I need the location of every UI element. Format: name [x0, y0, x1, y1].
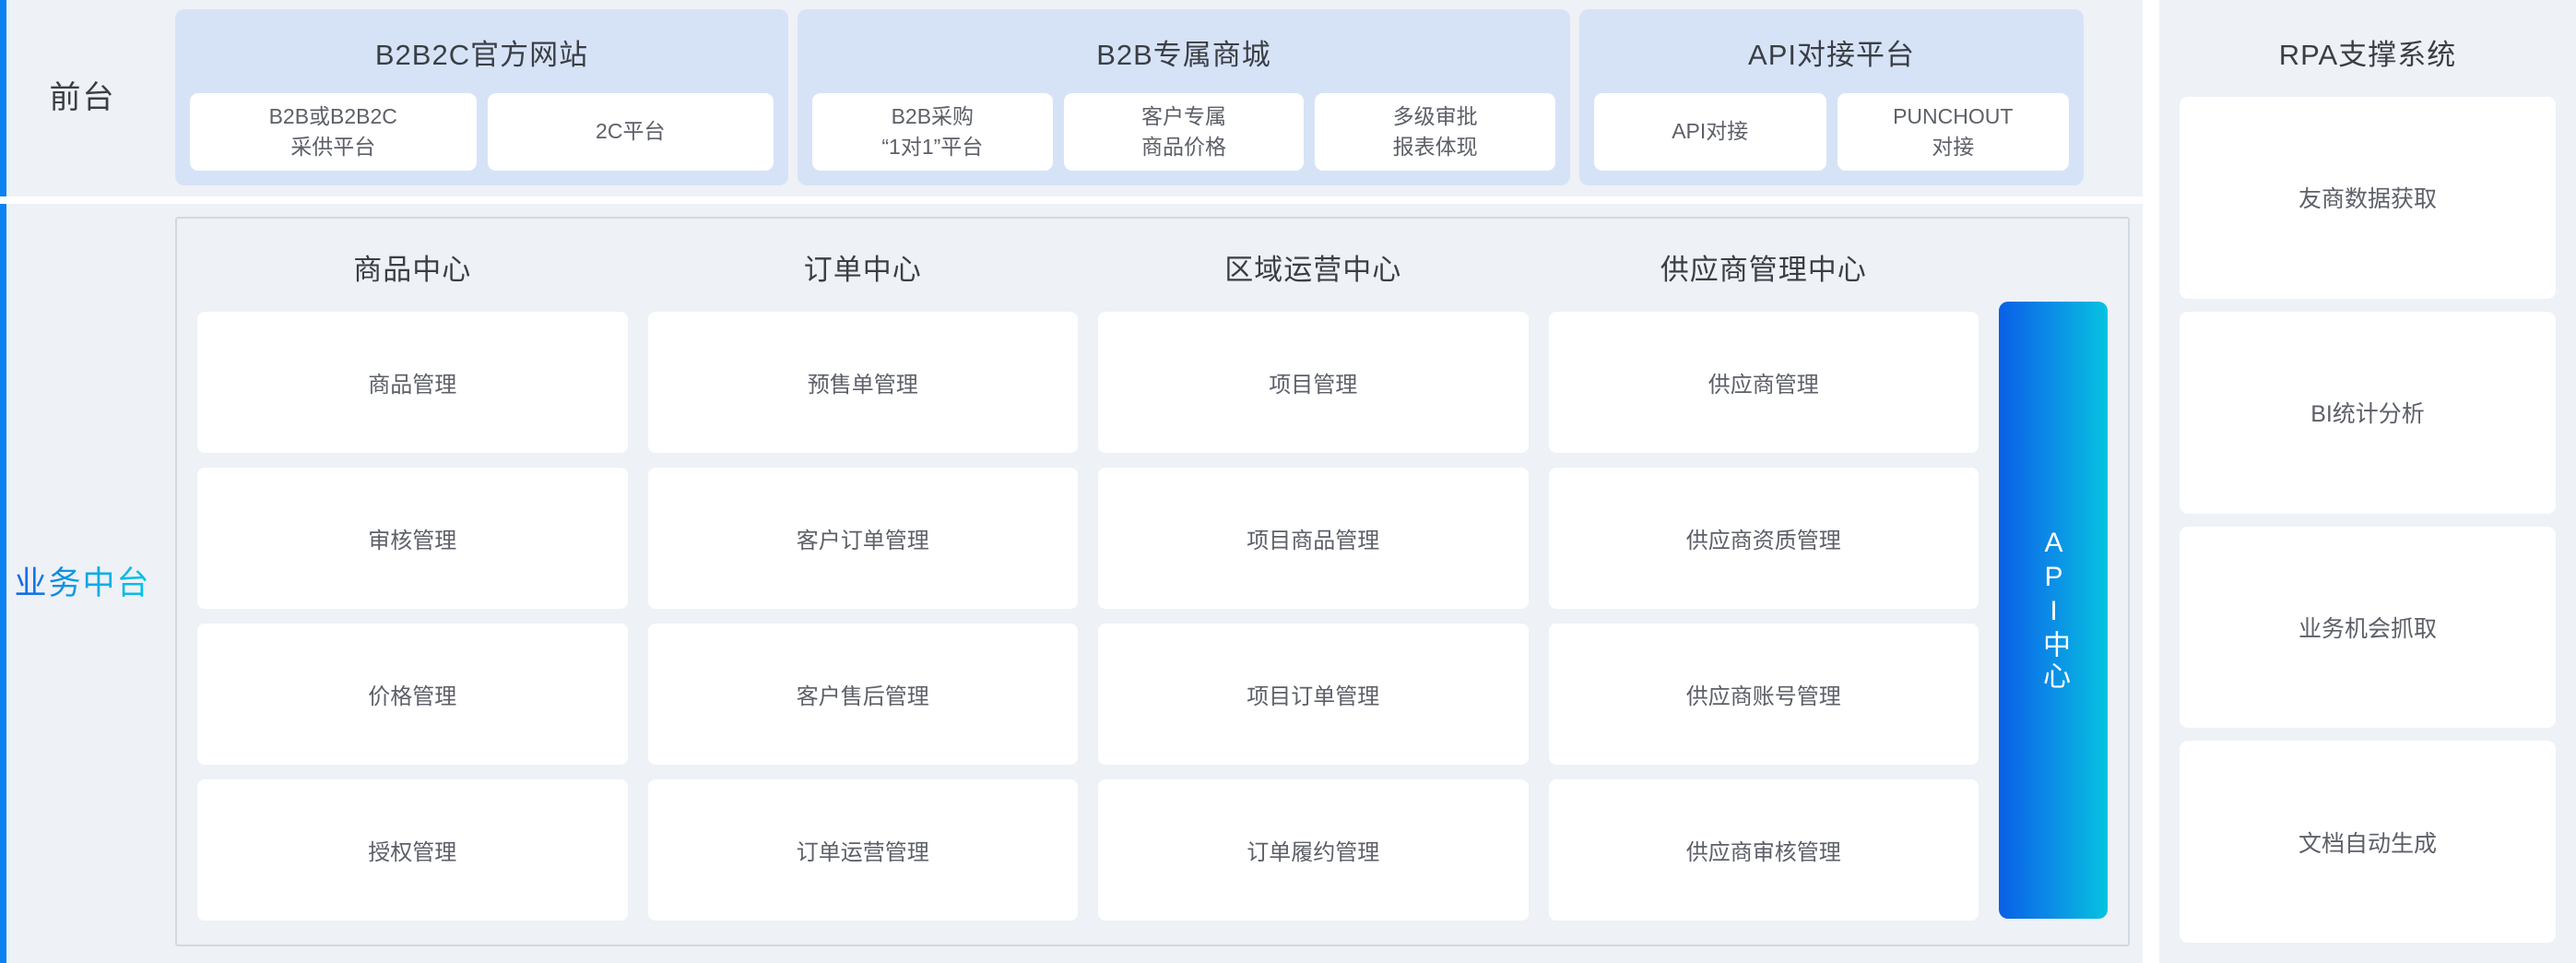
group-title-b2b-exclusive-mall: B2B专属商城: [1096, 39, 1271, 71]
center-column-regional-operations: 区域运营中心 项目管理 项目商品管理 项目订单管理 订单履约管理: [1098, 235, 1529, 921]
card-label: 客户专属 商品价格: [1141, 103, 1226, 159]
center-item-label: 价格管理: [368, 684, 457, 709]
center-item-project-management[interactable]: 项目管理: [1098, 312, 1529, 453]
center-column-order: 订单中心 预售单管理 客户订单管理 客户售后管理 订单运营管理: [647, 235, 1078, 921]
center-title-supplier-management: 供应商管理中心: [1660, 254, 1867, 286]
rpa-item-business-opportunity-capture[interactable]: 业务机会抓取: [2180, 526, 2556, 729]
rpa-item-label: 友商数据获取: [2298, 186, 2437, 213]
tier-separator-gutter: [2143, 196, 2159, 204]
center-item-supplier-account-management[interactable]: 供应商账号管理: [1548, 624, 1979, 765]
center-item-supplier-management[interactable]: 供应商管理: [1548, 312, 1979, 453]
rpa-item-automatic-document-generation[interactable]: 文档自动生成: [2180, 741, 2556, 943]
center-items-regional-operations: 项目管理 项目商品管理 项目订单管理 订单履约管理: [1098, 312, 1529, 921]
rpa-item-bi-statistical-analysis[interactable]: BI统计分析: [2180, 311, 2556, 514]
center-item-order-fulfillment-management[interactable]: 订单履约管理: [1098, 779, 1529, 921]
center-item-label: 供应商审核管理: [1685, 840, 1841, 865]
rpa-item-list: 友商数据获取 BI统计分析 业务机会抓取 文档自动生成: [2180, 97, 2556, 943]
card-label: API对接: [1672, 119, 1749, 144]
card-customer-exclusive-product-price[interactable]: 客户专属 商品价格: [1063, 93, 1305, 171]
center-title-order: 订单中心: [803, 254, 922, 286]
center-item-label: 供应商账号管理: [1685, 684, 1841, 709]
center-column-product: 商品中心 商品管理 审核管理 价格管理 授权管理: [197, 235, 628, 921]
card-label: 多级审批 报表体现: [1392, 103, 1478, 159]
group-panel-api-integration: API对接平台 API对接 PUNCHOUT 对接: [1579, 9, 2084, 185]
center-title-product: 商品中心: [353, 254, 472, 286]
center-item-label: 供应商管理: [1707, 373, 1819, 398]
center-item-label: 客户售后管理: [796, 684, 929, 709]
center-item-label: 项目管理: [1269, 373, 1358, 398]
rpa-item-competitor-data-capture[interactable]: 友商数据获取: [2180, 97, 2556, 299]
center-item-label: 订单运营管理: [796, 840, 929, 865]
middle-platform-frame: 商品中心 商品管理 审核管理 价格管理 授权管理: [175, 217, 2130, 946]
card-multi-level-approval-report[interactable]: 多级审批 报表体现: [1315, 93, 1556, 171]
middle-platform-zone: 商品中心 商品管理 审核管理 价格管理 授权管理: [159, 204, 2143, 963]
center-title-regional-operations: 区域运营中心: [1224, 254, 1402, 286]
card-2c-platform[interactable]: 2C平台: [487, 93, 774, 171]
center-item-label: 项目商品管理: [1247, 529, 1380, 553]
card-b2b-or-b2b2c-supply-platform[interactable]: B2B或B2B2C 采供平台: [190, 93, 477, 171]
group-cards-b2b-exclusive-mall: B2B采购 “1对1”平台 客户专属 商品价格 多级审批 报表体现: [812, 93, 1556, 171]
card-label: B2B或B2B2C 采供平台: [268, 103, 397, 159]
center-item-supplier-qualification-management[interactable]: 供应商资质管理: [1548, 468, 1979, 609]
tier-label-business-middle-platform: 业务中台: [0, 204, 159, 963]
tier-label-frontend: 前台: [0, 0, 159, 196]
center-item-audit-management[interactable]: 审核管理: [197, 468, 628, 609]
api-center-bar[interactable]: API中心: [1999, 302, 2108, 919]
rpa-item-label: 业务机会抓取: [2298, 615, 2437, 642]
group-cards-api-integration: API对接 PUNCHOUT 对接: [1594, 93, 2069, 171]
center-item-label: 审核管理: [368, 529, 457, 553]
frontend-zone: B2B2C官方网站 B2B或B2B2C 采供平台 2C平台 B2B专属商城 B2…: [159, 0, 2143, 196]
center-item-label: 授权管理: [368, 840, 457, 865]
center-item-authorization-management[interactable]: 授权管理: [197, 779, 628, 921]
center-item-label: 商品管理: [368, 373, 457, 398]
group-title-api-integration: API对接平台: [1748, 39, 1915, 71]
center-column-supplier-management: 供应商管理中心 供应商管理 供应商资质管理 供应商账号管理 供应商审核管理: [1548, 235, 1979, 921]
group-panel-b2b2c-website: B2B2C官方网站 B2B或B2B2C 采供平台 2C平台: [175, 9, 788, 185]
center-item-product-management[interactable]: 商品管理: [197, 312, 628, 453]
card-b2b-one-to-one-purchase-platform[interactable]: B2B采购 “1对1”平台: [812, 93, 1053, 171]
tier-label-frontend-text: 前台: [49, 80, 116, 116]
center-item-label: 客户订单管理: [796, 529, 929, 553]
center-item-label: 订单履约管理: [1247, 840, 1380, 865]
center-item-customer-aftersales-management[interactable]: 客户售后管理: [647, 624, 1078, 765]
gutter-bottom: [2143, 204, 2159, 963]
center-item-label: 供应商资质管理: [1685, 529, 1841, 553]
center-item-supplier-audit-management[interactable]: 供应商审核管理: [1548, 779, 1979, 921]
rpa-item-label: 文档自动生成: [2298, 830, 2437, 857]
center-item-project-product-management[interactable]: 项目商品管理: [1098, 468, 1529, 609]
center-item-label: 项目订单管理: [1247, 684, 1380, 709]
tier-label-business-middle-platform-text: 业务中台: [14, 565, 151, 601]
tier-separator-main: [159, 196, 2143, 204]
center-items-order: 预售单管理 客户订单管理 客户售后管理 订单运营管理: [647, 312, 1078, 921]
rpa-support-system-panel: RPA支撑系统 友商数据获取 BI统计分析 业务机会抓取 文档自动生成: [2159, 0, 2576, 963]
gutter-top: [2143, 0, 2159, 196]
rpa-item-label: BI统计分析: [2310, 401, 2425, 428]
center-item-project-order-management[interactable]: 项目订单管理: [1098, 624, 1529, 765]
center-item-order-operation-management[interactable]: 订单运营管理: [647, 779, 1078, 921]
center-item-presale-order-management[interactable]: 预售单管理: [647, 312, 1078, 453]
group-panel-b2b-exclusive-mall: B2B专属商城 B2B采购 “1对1”平台 客户专属 商品价格 多级审批 报表体…: [798, 9, 1570, 185]
card-label: 2C平台: [596, 119, 666, 144]
tier-separator-label: [0, 196, 159, 204]
center-item-label: 预售单管理: [807, 373, 918, 398]
card-label: PUNCHOUT 对接: [1893, 103, 2014, 159]
center-item-customer-order-management[interactable]: 客户订单管理: [647, 468, 1078, 609]
card-api-integration[interactable]: API对接: [1594, 93, 1826, 171]
card-label: B2B采购 “1对1”平台: [881, 103, 984, 159]
center-item-price-management[interactable]: 价格管理: [197, 624, 628, 765]
api-center-bar-label: API中心: [2038, 528, 2069, 693]
group-title-b2b2c-website: B2B2C官方网站: [374, 39, 589, 71]
center-items-supplier-management: 供应商管理 供应商资质管理 供应商账号管理 供应商审核管理: [1548, 312, 1979, 921]
rpa-support-system-title: RPA支撑系统: [2278, 39, 2457, 71]
card-punchout-integration[interactable]: PUNCHOUT 对接: [1837, 93, 2069, 171]
group-cards-b2b2c-website: B2B或B2B2C 采供平台 2C平台: [190, 93, 774, 171]
center-items-product: 商品管理 审核管理 价格管理 授权管理: [197, 312, 628, 921]
